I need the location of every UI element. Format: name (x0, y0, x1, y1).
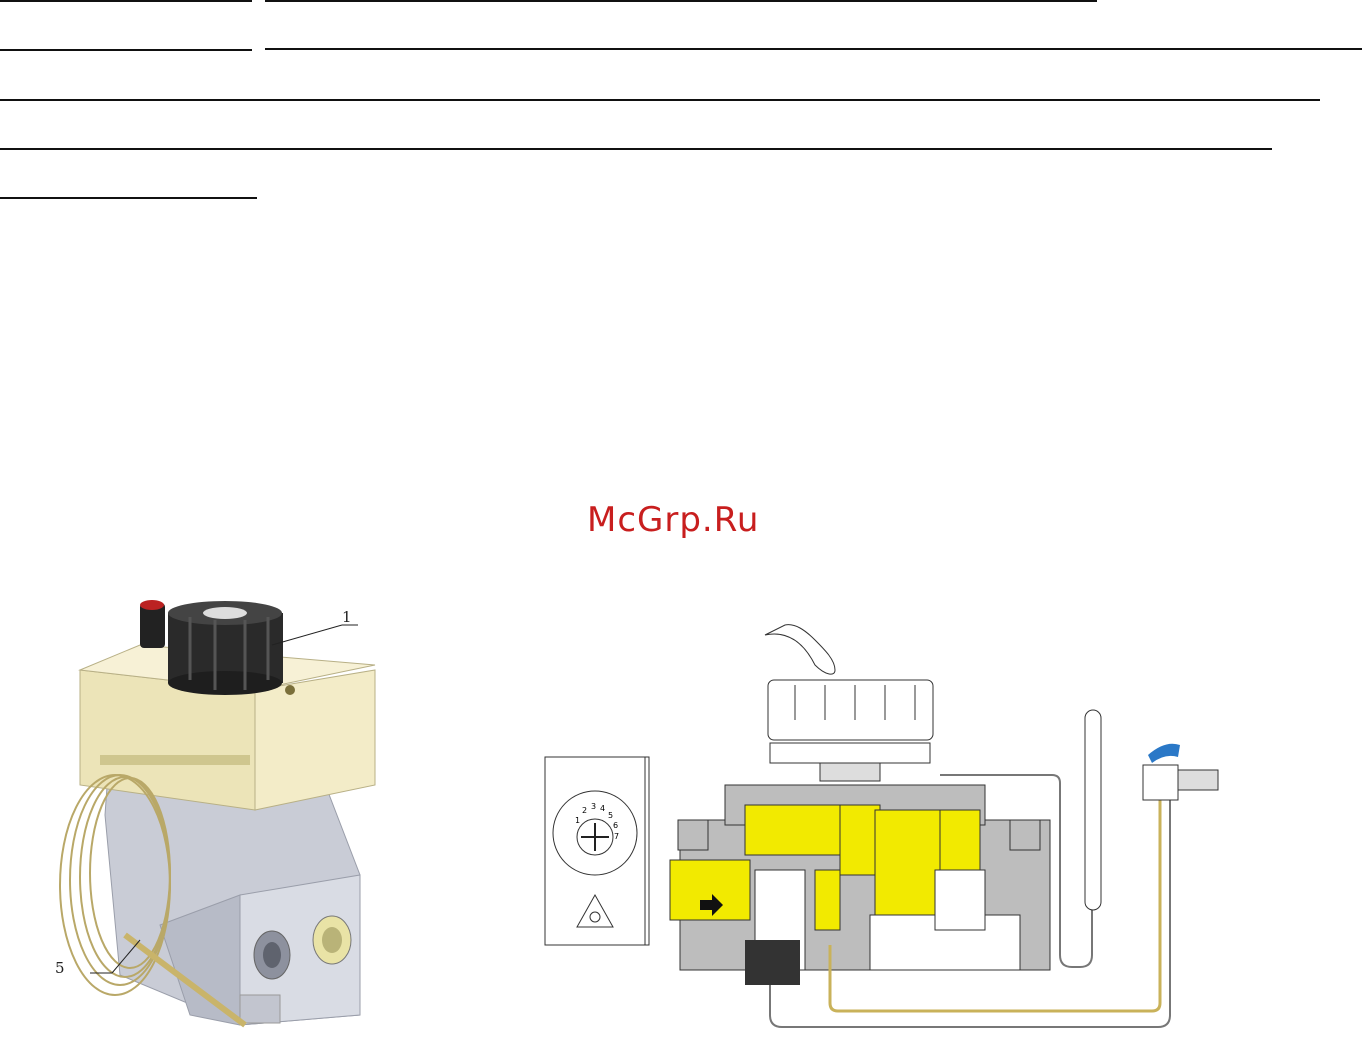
dial-number-6: 6 (613, 821, 618, 830)
knob-cap (767, 679, 934, 782)
dial-number-7: 7 (614, 832, 619, 841)
temperature-knob (140, 600, 295, 695)
header-rule-left-1 (0, 0, 252, 2)
capillary-lines (769, 709, 1219, 1028)
text-rule-4 (0, 148, 1272, 150)
finger-icon (764, 624, 836, 675)
watermark-text: McGrp.Ru (587, 500, 760, 540)
flow-arrow-icon (700, 894, 723, 916)
capillary-coil (59, 774, 247, 1028)
text-rule-3 (0, 99, 1320, 101)
valve-cross-section-diagram: 1 2 3 4 5 6 7 (544, 624, 1219, 1028)
flame-icon (589, 911, 601, 923)
callout-1-leader (271, 624, 343, 646)
dial-number-5: 5 (608, 811, 613, 820)
valve-body (104, 744, 361, 1026)
valve-housing-section (669, 784, 1051, 985)
header-rule-right-2 (265, 48, 1362, 50)
dial-number-2: 2 (582, 806, 587, 815)
text-rule-5 (0, 197, 257, 199)
dial-number-4: 4 (600, 804, 605, 813)
gas-valve-illustration: 1 5 (55, 600, 376, 1028)
callout-1-label: 1 (342, 608, 352, 626)
dial-number-3: 3 (591, 802, 596, 811)
dial-plate: 1 2 3 4 5 6 7 (544, 756, 650, 946)
header-rule-left-2 (0, 49, 252, 51)
dial-number-1: 1 (575, 816, 580, 825)
callout-5-label: 5 (55, 959, 65, 977)
header-rule-right-1 (265, 0, 1097, 2)
